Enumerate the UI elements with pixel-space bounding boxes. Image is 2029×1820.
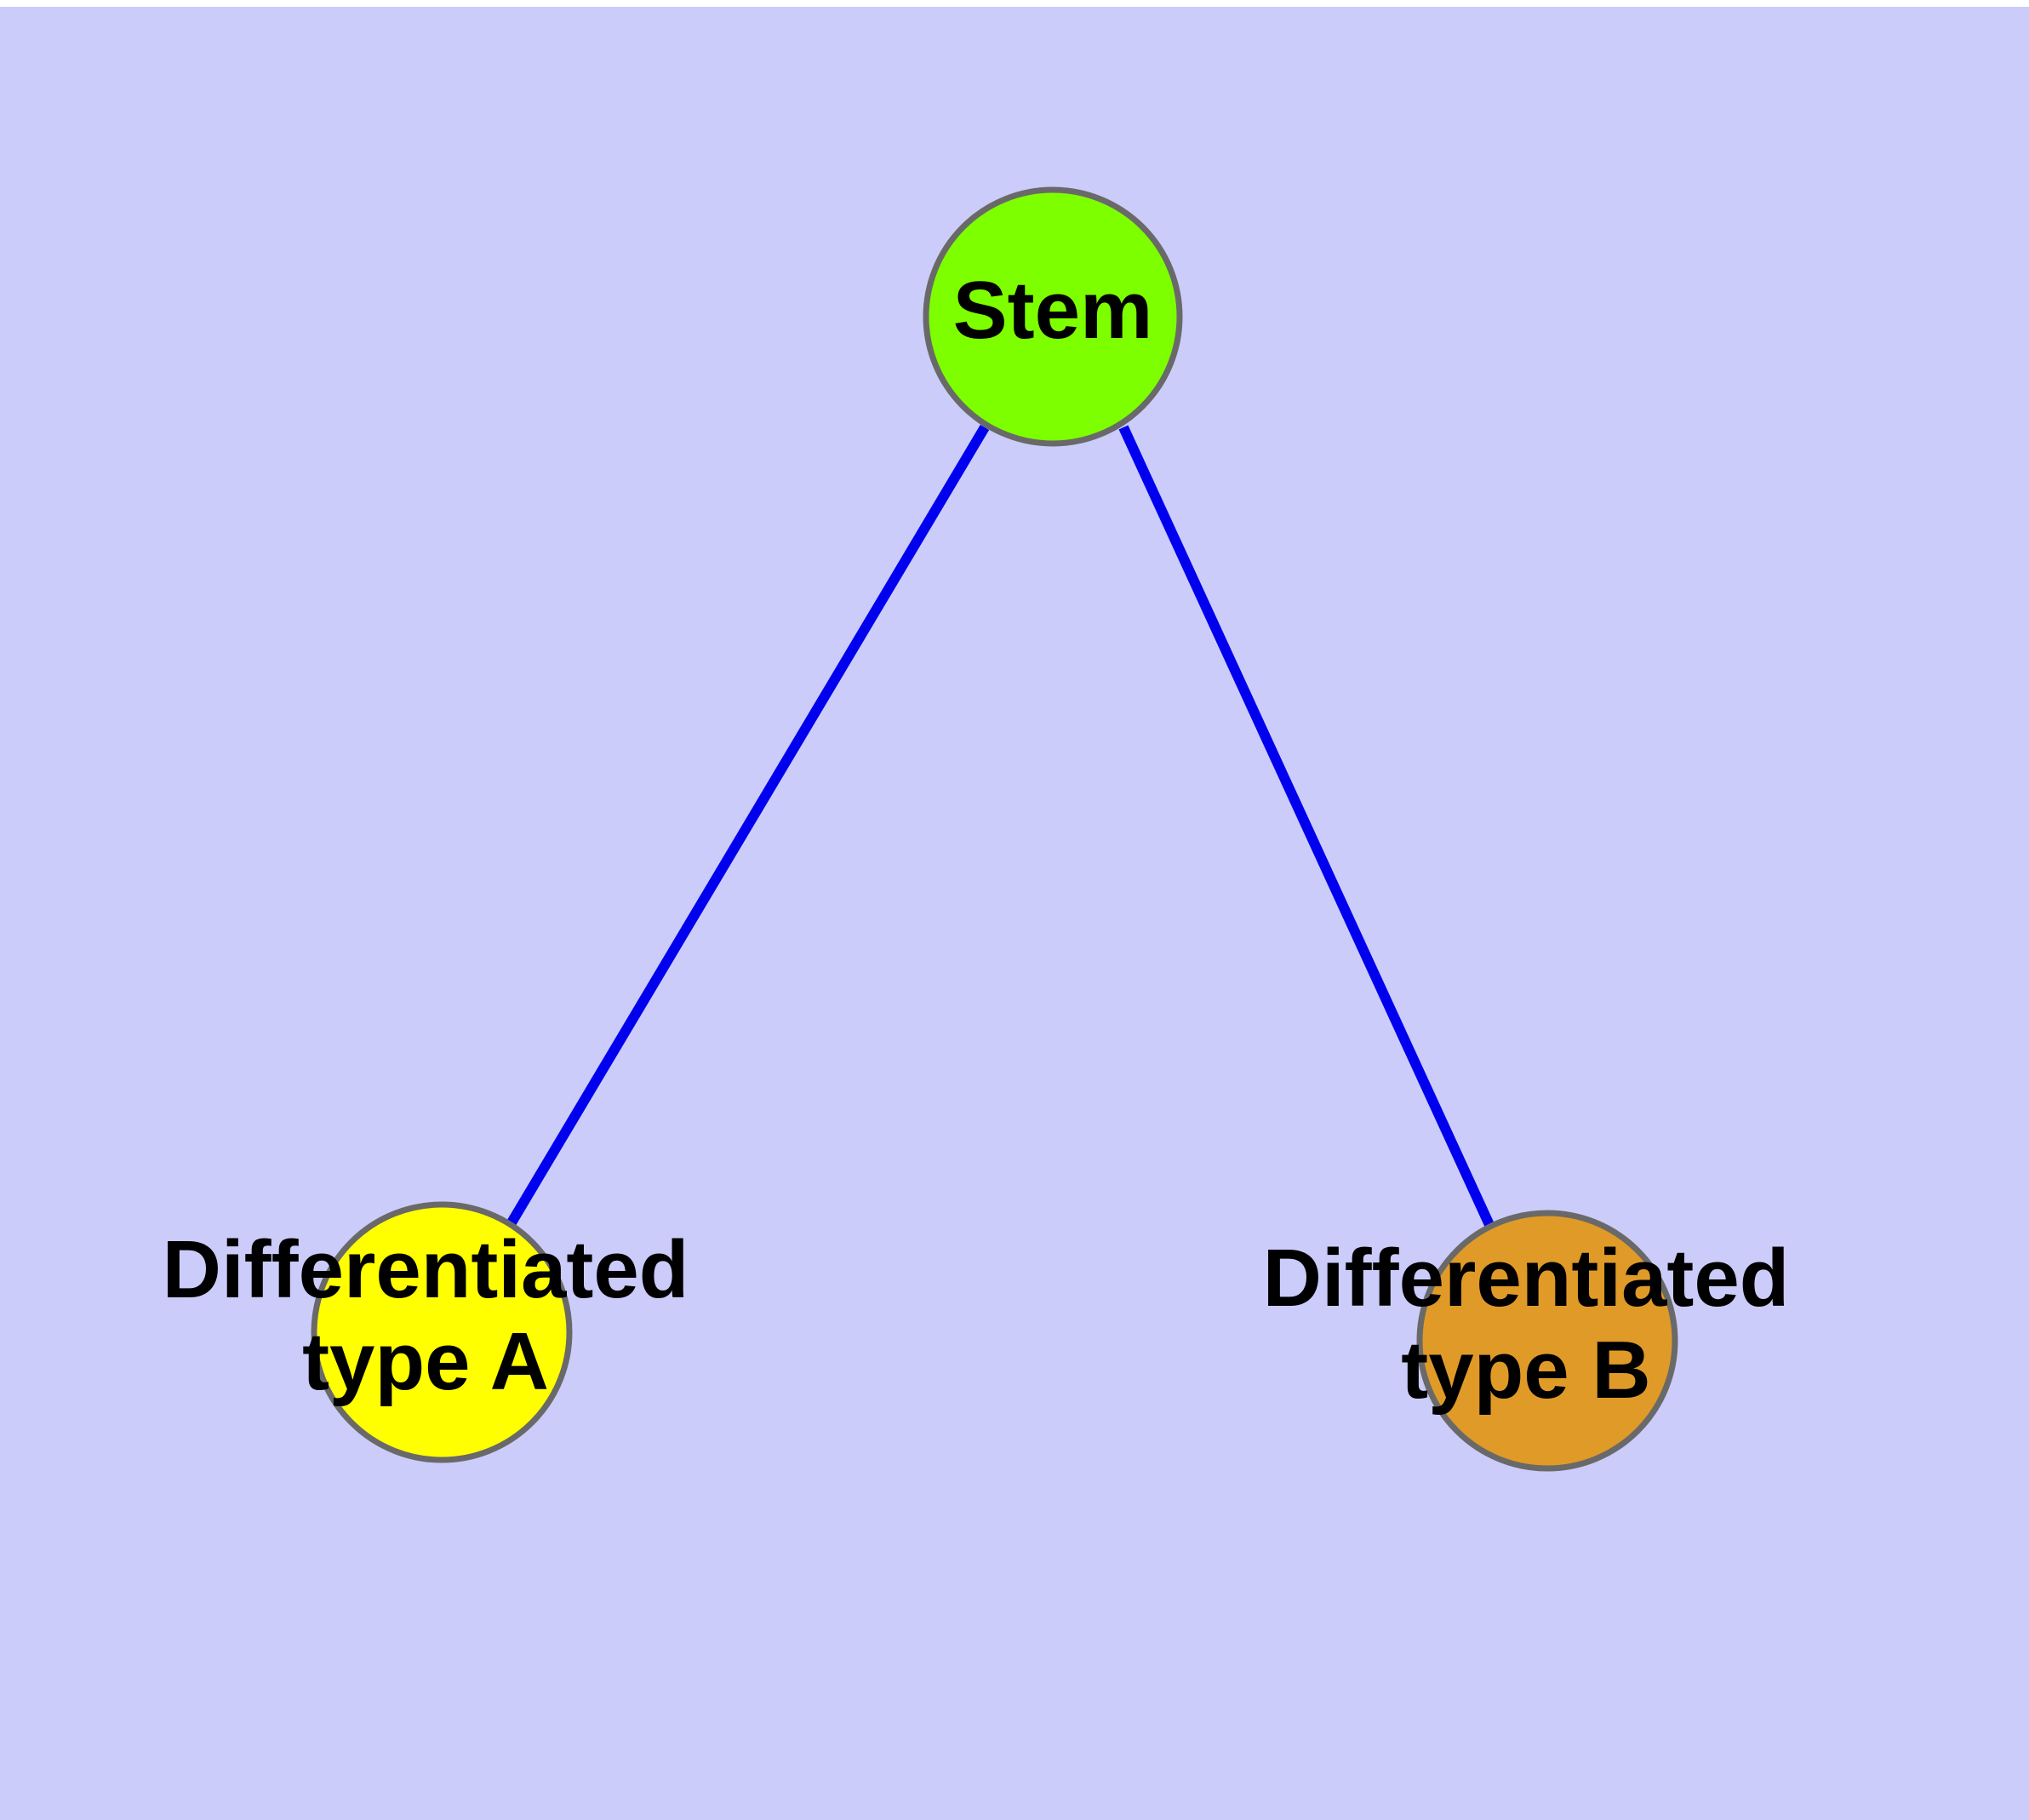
node-differentiated-type-a[interactable] [311, 1201, 573, 1463]
edge-layer [506, 424, 1495, 1229]
node-stem[interactable] [923, 186, 1183, 447]
node-layer [311, 186, 1678, 1472]
edge-stem-to-differentiated-type-b[interactable] [1118, 425, 1495, 1229]
edge-stem-to-differentiated-type-a[interactable] [506, 424, 990, 1228]
node-label-stem: Stem [953, 265, 1153, 356]
node-differentiated-type-b[interactable] [1416, 1210, 1678, 1472]
